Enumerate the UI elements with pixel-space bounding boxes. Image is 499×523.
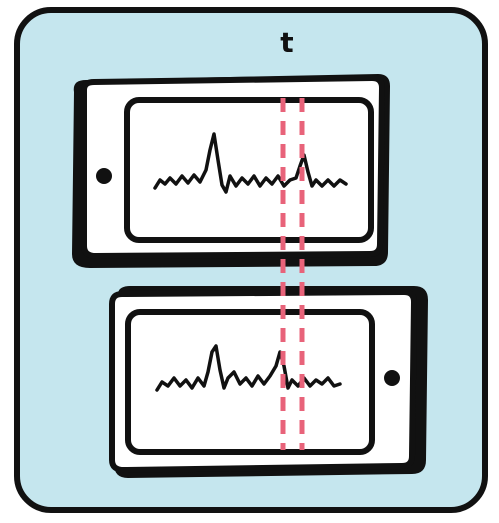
bottom-phone [112, 286, 428, 478]
time-marker-label: t [276, 28, 298, 58]
top-phone-screen [127, 100, 371, 240]
top-phone [72, 74, 390, 268]
top-phone-home-button [96, 168, 112, 184]
bottom-phone-home-button [384, 370, 400, 386]
